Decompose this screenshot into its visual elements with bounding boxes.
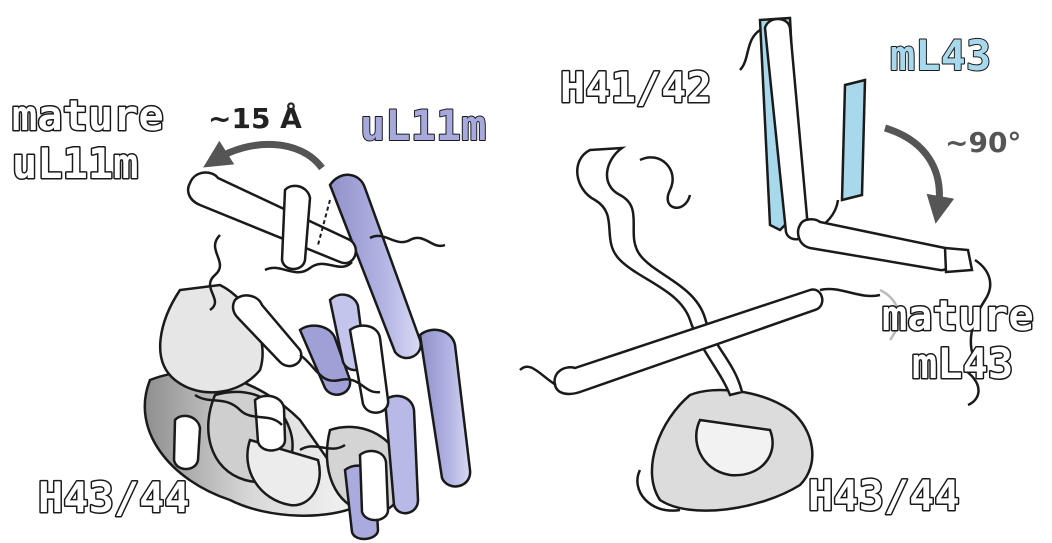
label-mature-mL43-line1: mature bbox=[882, 291, 1034, 340]
rotation-arrow-right bbox=[885, 128, 939, 210]
rotation-arrow-left bbox=[215, 144, 322, 168]
label-mL43: mL43 bbox=[890, 31, 991, 80]
label-h41-42: H41/42 bbox=[560, 63, 712, 112]
label-mature-uL11m-line1: mature bbox=[12, 91, 164, 140]
left-panel-structure bbox=[145, 144, 470, 539]
label-uL11m: uL11m bbox=[360, 101, 486, 150]
label-rotation-15A: ~15 Å bbox=[208, 101, 302, 135]
label-mature-uL11m-line2: uL11m bbox=[12, 139, 138, 188]
label-rotation-90deg: ~90° bbox=[945, 126, 1021, 159]
label-h43-44-right: H43/44 bbox=[808, 471, 960, 520]
label-h43-44-left: H43/44 bbox=[38, 473, 190, 522]
mL43-rrna-body bbox=[637, 390, 812, 511]
label-mature-mL43-line2: mL43 bbox=[912, 339, 1013, 388]
